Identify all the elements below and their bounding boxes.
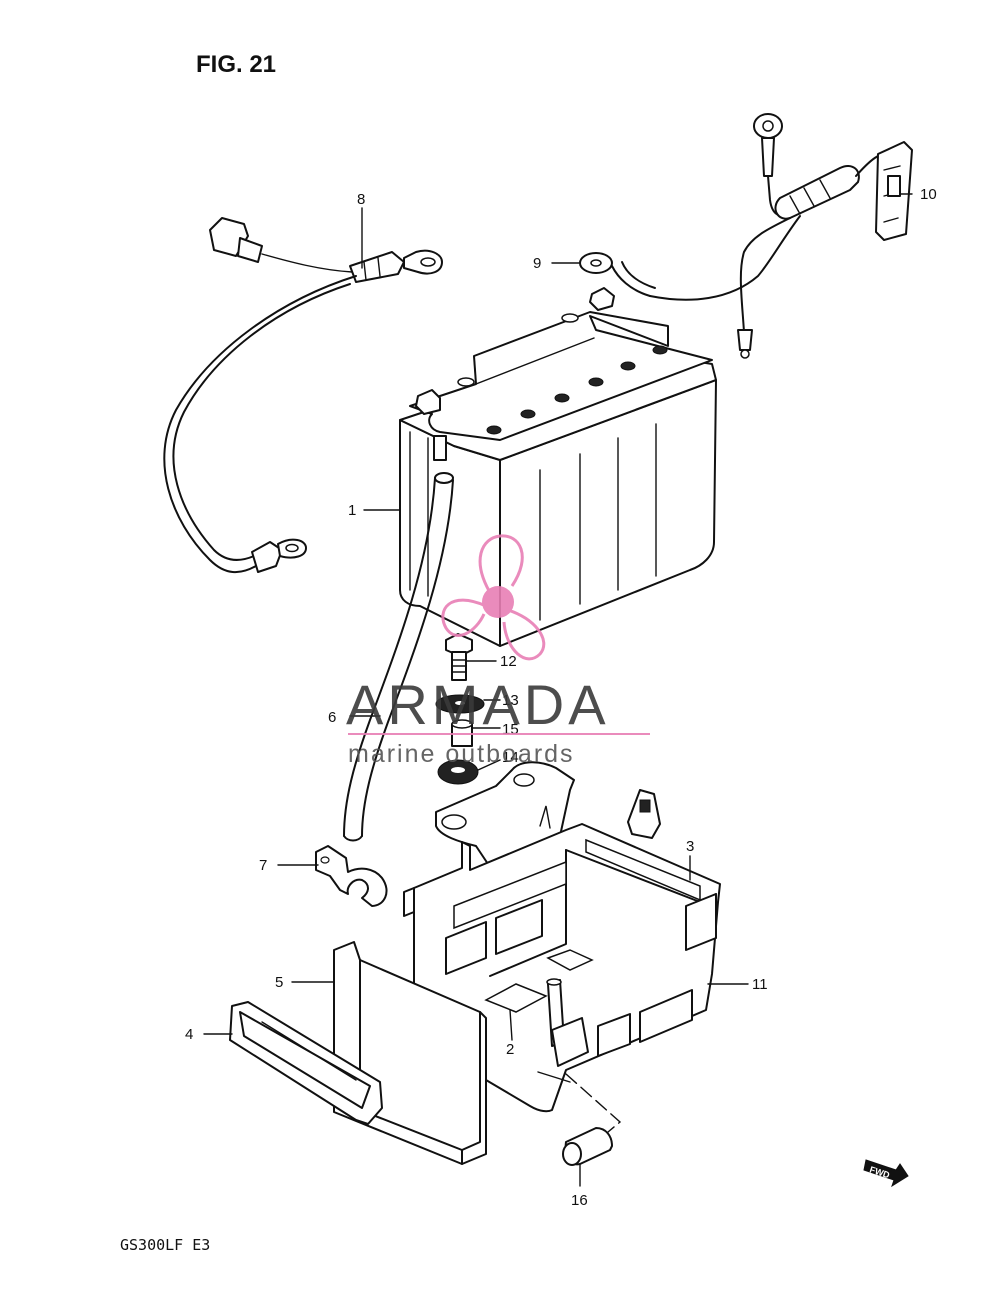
callout-9: 9 bbox=[533, 255, 541, 272]
watermark: ARMADA marine outboards bbox=[346, 534, 650, 768]
part-7-hose-clamp[interactable] bbox=[315, 845, 388, 907]
callout-1: 1 bbox=[348, 502, 356, 519]
callout-3: 3 bbox=[686, 838, 694, 855]
part-9-battery-lead[interactable] bbox=[579, 113, 913, 359]
part-1-battery[interactable] bbox=[399, 287, 717, 647]
part-11-battery-holder[interactable] bbox=[403, 761, 721, 1113]
watermark-brand: ARMADA bbox=[346, 673, 610, 736]
part-16-cap[interactable] bbox=[562, 1127, 613, 1166]
part-6-breather-hose[interactable] bbox=[343, 472, 454, 842]
callout-8: 8 bbox=[357, 191, 365, 208]
callout-16: 16 bbox=[571, 1192, 588, 1209]
part-13-washer[interactable] bbox=[435, 694, 485, 714]
callout-4: 4 bbox=[185, 1026, 193, 1043]
callout-11: 11 bbox=[752, 976, 768, 993]
part-14-grommet[interactable] bbox=[437, 759, 479, 785]
part-4-battery-band[interactable] bbox=[229, 1001, 383, 1125]
fwd-label: FWD bbox=[868, 1164, 891, 1180]
model-code: GS300LF E3 bbox=[120, 1236, 210, 1254]
callout-5: 5 bbox=[275, 974, 283, 991]
leader-lines bbox=[203, 193, 913, 1187]
callout-labels: 8 9 10 1 12 13 6 15 14 3 7 5 11 4 2 16 bbox=[185, 186, 937, 1209]
callout-6: 6 bbox=[328, 709, 336, 726]
callout-10: 10 bbox=[920, 186, 937, 203]
fwd-arrow-icon: FWD bbox=[863, 1159, 909, 1188]
part-8-ground-lead[interactable] bbox=[163, 217, 443, 574]
figure-title: FIG. 21 bbox=[196, 51, 276, 78]
propeller-logo-icon bbox=[441, 534, 546, 661]
callout-12: 12 bbox=[500, 653, 517, 670]
callout-13: 13 bbox=[502, 692, 519, 709]
callout-7: 7 bbox=[259, 857, 267, 874]
part-12-bolt[interactable] bbox=[445, 633, 473, 681]
watermark-tagline: marine outboards bbox=[348, 740, 575, 768]
callout-2: 2 bbox=[506, 1041, 514, 1058]
callout-14: 14 bbox=[502, 749, 519, 766]
